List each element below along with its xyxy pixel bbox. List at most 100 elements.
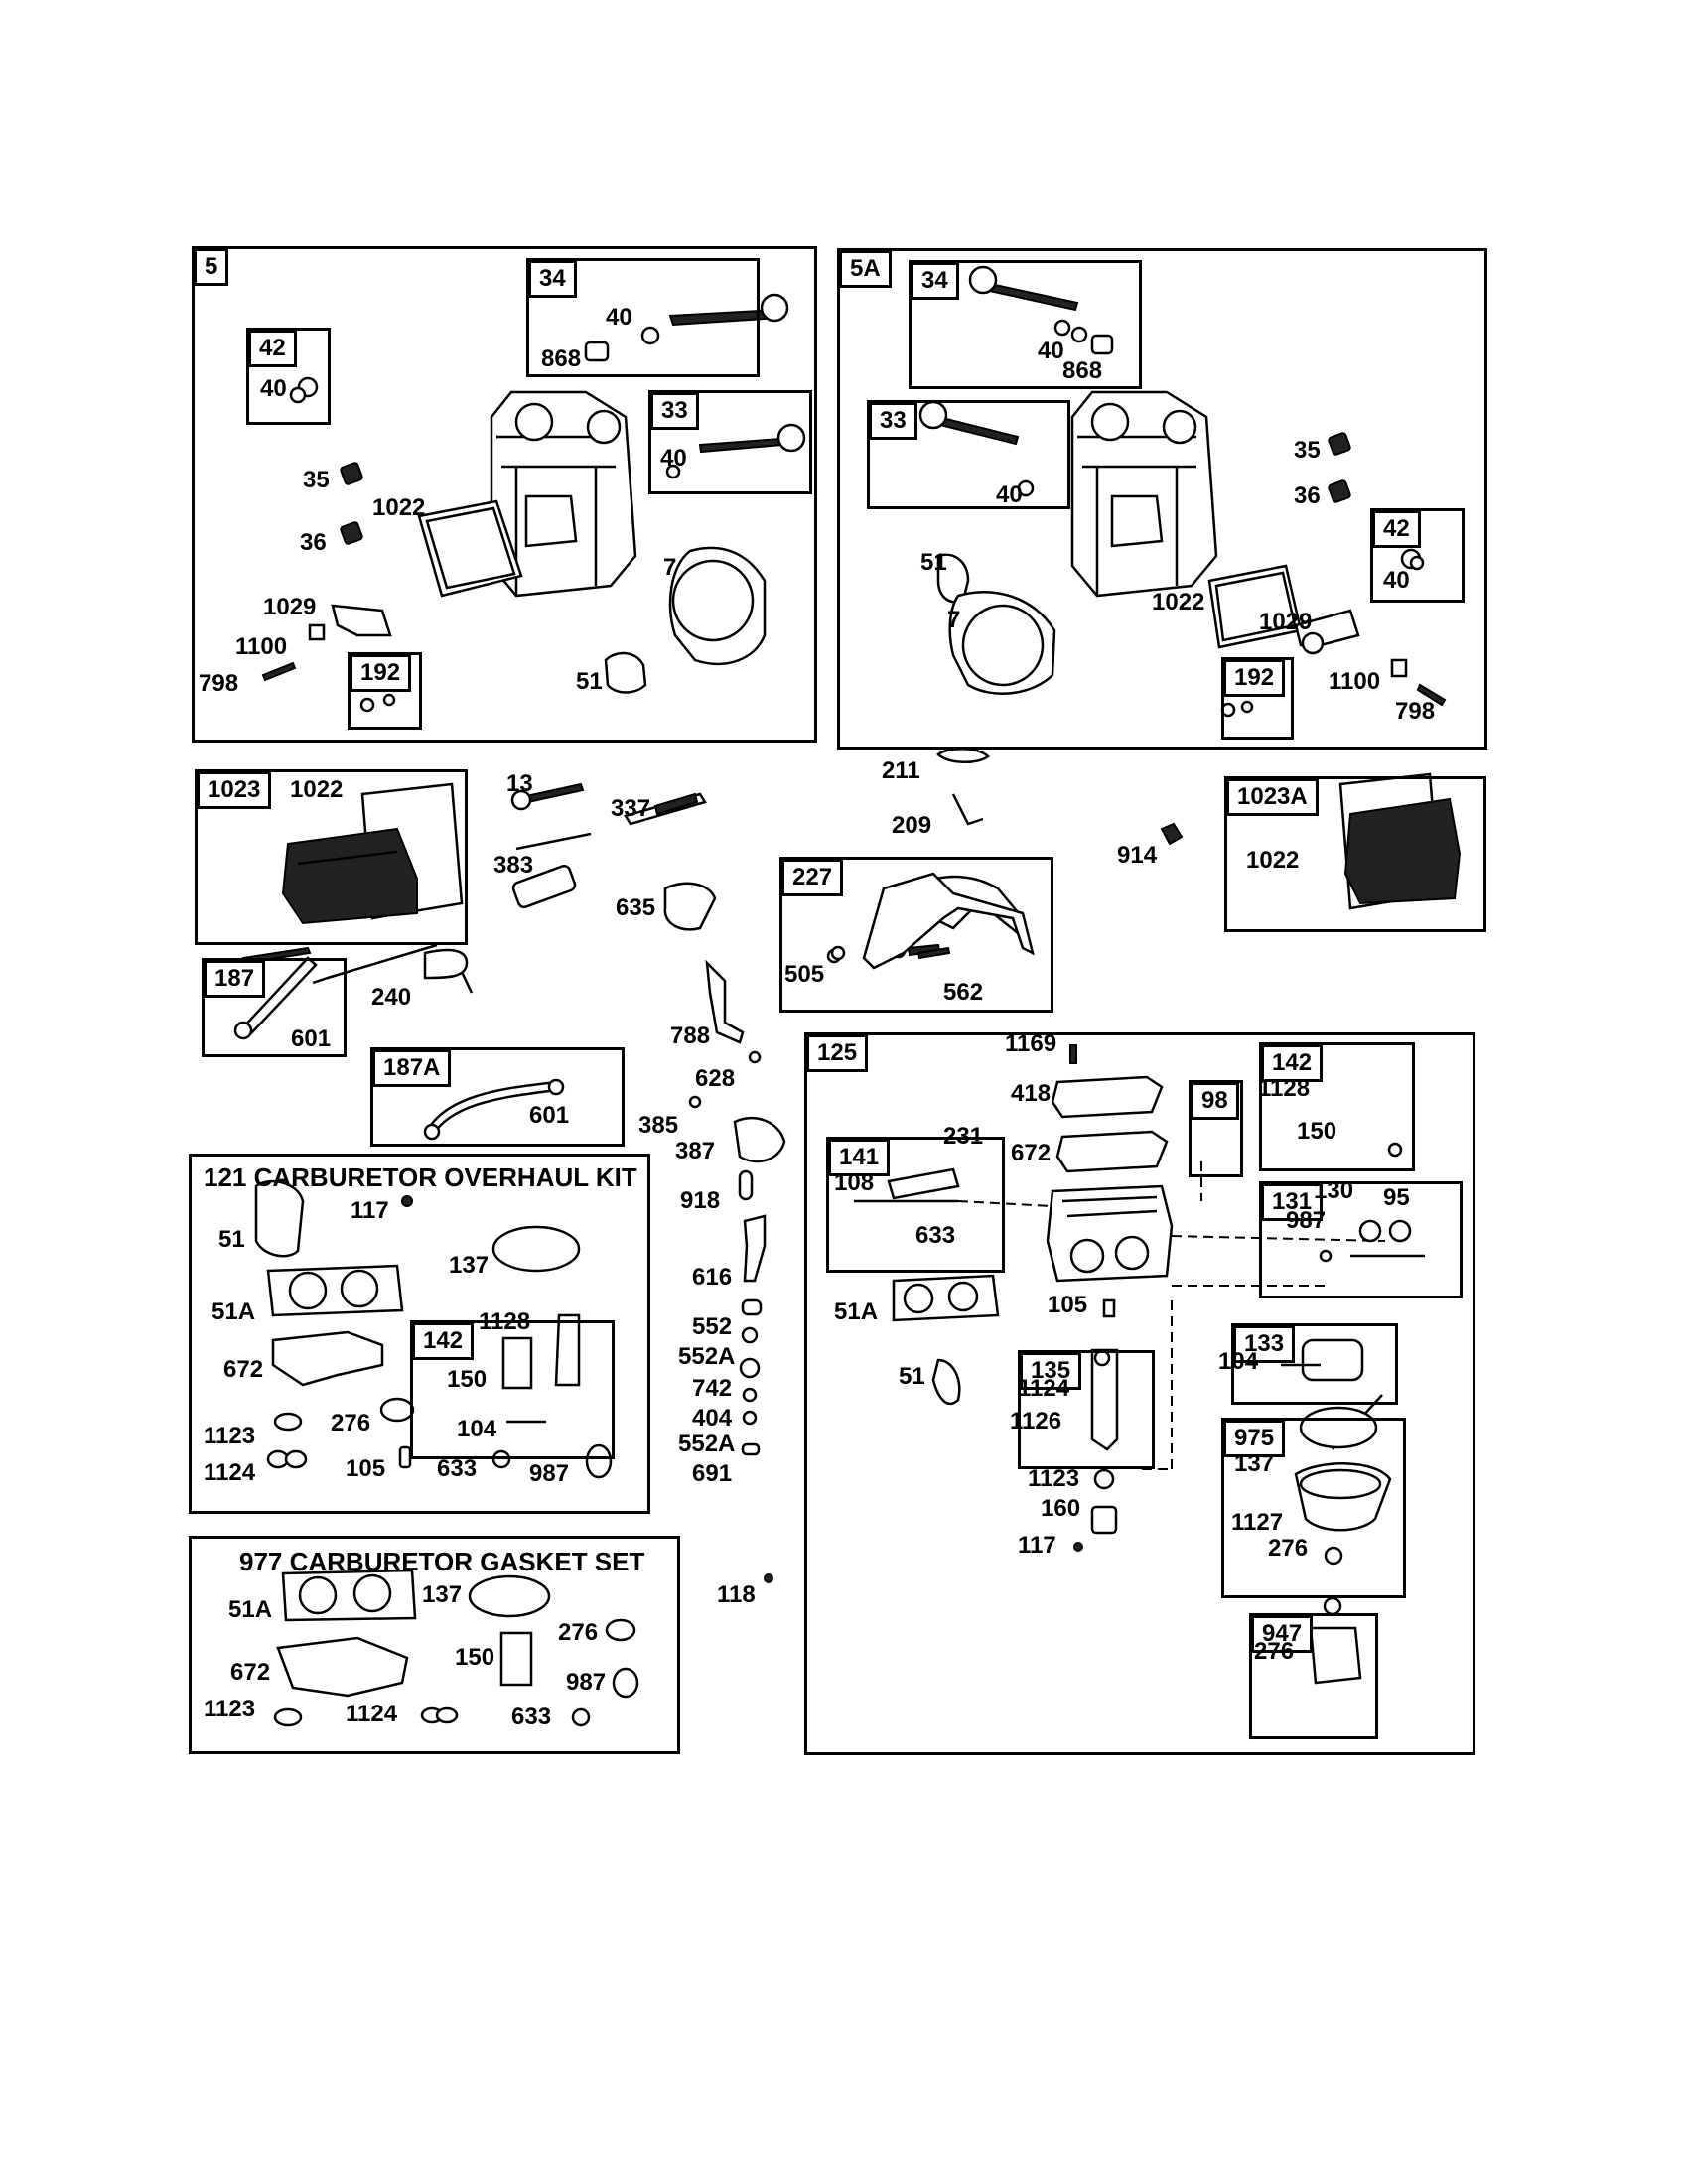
- box-tag-34: 34: [528, 260, 577, 298]
- part-label: 160: [1041, 1495, 1081, 1522]
- part-label: 1124: [346, 1701, 398, 1727]
- part-label: 130: [1314, 1177, 1354, 1204]
- part-label: 105: [1048, 1292, 1088, 1318]
- box-5A-cylinder-head: 5A: [837, 248, 1487, 750]
- box-42-valve-seal-b: 42: [1370, 508, 1465, 603]
- box-33-exhaust-valve-b: 33: [867, 400, 1070, 509]
- box-135-float: 135: [1018, 1350, 1155, 1469]
- part-label: 1169: [1005, 1030, 1057, 1057]
- box-42-valve-seal: 42: [246, 328, 331, 425]
- part-label: 1128: [479, 1308, 531, 1335]
- box-tag-142: 142: [1261, 1044, 1324, 1082]
- box-tag-187A: 187A: [372, 1049, 452, 1087]
- part-label: 914: [1117, 842, 1158, 869]
- box-tag-192: 192: [350, 654, 412, 692]
- box-975-bowl: 975: [1221, 1418, 1406, 1598]
- box-34-intake-valve: 34: [526, 258, 760, 377]
- part-label: 40: [996, 481, 1023, 508]
- box-227-bracket: 227: [779, 857, 1053, 1013]
- box-tag-5: 5: [194, 248, 229, 286]
- part-label: 672: [230, 1659, 271, 1686]
- part-label: 51A: [834, 1298, 879, 1325]
- part-label: 1029: [1259, 609, 1313, 635]
- box-tag-1023A: 1023A: [1226, 778, 1319, 816]
- part-label: 628: [695, 1065, 736, 1092]
- box-142-kit: 142: [410, 1320, 615, 1459]
- part-label: 562: [943, 979, 984, 1006]
- box-142-choke: 142: [1259, 1042, 1415, 1171]
- part-label: 108: [834, 1169, 875, 1196]
- box-tag-227: 227: [781, 859, 844, 896]
- part-label: 633: [915, 1222, 956, 1249]
- part-label: 1123: [1028, 1465, 1080, 1492]
- part-label: 7: [947, 607, 961, 633]
- bracket-227-drawing: [830, 872, 1035, 970]
- box-133-float-bowl: 133: [1231, 1323, 1398, 1405]
- box-tag-98: 98: [1191, 1082, 1239, 1120]
- part-label: 691: [692, 1460, 733, 1487]
- part-label: 552A: [678, 1343, 736, 1370]
- box-tag-42b: 42: [1372, 510, 1421, 548]
- part-label: 1022: [290, 776, 344, 803]
- part-label: 51A: [211, 1298, 256, 1325]
- carburetor-125-drawing: [854, 1044, 1425, 1685]
- box-34-intake-valve-b: 34: [909, 260, 1142, 389]
- box-131-shaft: 131: [1259, 1181, 1463, 1298]
- overhaul-kit-title: 121 CARBURETOR OVERHAUL KIT: [204, 1162, 637, 1192]
- part-label: 51: [218, 1226, 245, 1253]
- box-tag-133: 133: [1233, 1325, 1296, 1363]
- box-tag-142-kit: 142: [412, 1322, 475, 1360]
- box-tag-192b: 192: [1223, 659, 1286, 697]
- box-1023-valve-cover: 1023: [195, 769, 468, 945]
- part-label: 1100: [1329, 668, 1381, 695]
- part-label: 1100: [235, 633, 288, 660]
- part-label: 987: [1286, 1207, 1327, 1234]
- part-label: 1022: [1246, 847, 1300, 874]
- part-label: 150: [455, 1644, 495, 1671]
- part-label: 404: [692, 1405, 733, 1432]
- part-label: 601: [529, 1102, 570, 1129]
- box-33-exhaust-valve: 33: [648, 390, 812, 494]
- part-label: 137: [449, 1252, 490, 1279]
- cylinder-head-1-drawing: [261, 293, 806, 713]
- part-label: 211: [882, 757, 920, 784]
- box-187-fuel-pipe: 187: [202, 958, 347, 1057]
- part-label: 231: [943, 1123, 984, 1150]
- box-tag-42: 42: [248, 330, 297, 367]
- part-label: 918: [680, 1187, 721, 1214]
- part-label: 1127: [1231, 1509, 1284, 1536]
- part-label: 117: [351, 1197, 389, 1224]
- part-label: 40: [660, 445, 687, 472]
- part-label: 505: [784, 961, 825, 988]
- part-label: 51: [920, 549, 947, 576]
- part-label: 35: [1294, 437, 1321, 464]
- part-label: 1128: [1258, 1075, 1311, 1102]
- part-label: 387: [675, 1138, 716, 1164]
- part-label: 1124: [204, 1459, 256, 1486]
- part-label: 337: [611, 795, 651, 822]
- part-label: 1029: [263, 594, 317, 620]
- box-tag-33b: 33: [869, 402, 917, 440]
- box-125-carburetor: 125: [804, 1032, 1475, 1755]
- part-label: 118: [717, 1581, 756, 1608]
- part-label: 51A: [228, 1596, 273, 1623]
- part-label: 1022: [372, 494, 426, 521]
- part-label: 276: [1254, 1638, 1295, 1665]
- part-label: 276: [331, 1410, 371, 1436]
- part-label: 383: [493, 852, 534, 879]
- part-label: 209: [892, 812, 932, 839]
- valve-cover-drawings: [281, 772, 1462, 925]
- part-label: 117: [1018, 1532, 1056, 1559]
- part-label: 672: [223, 1356, 264, 1383]
- box-977-gasket-set: 977 CARBURETOR GASKET SET: [189, 1536, 680, 1754]
- part-label: 868: [1062, 357, 1103, 384]
- box-5-cylinder-head: 5: [192, 246, 817, 743]
- box-tag-34b: 34: [911, 262, 959, 300]
- part-label: 633: [511, 1704, 552, 1730]
- part-label: 150: [1297, 1118, 1337, 1145]
- part-label: 35: [303, 467, 330, 493]
- part-label: 36: [300, 529, 327, 556]
- part-label: 105: [346, 1455, 386, 1482]
- part-label: 635: [616, 894, 656, 921]
